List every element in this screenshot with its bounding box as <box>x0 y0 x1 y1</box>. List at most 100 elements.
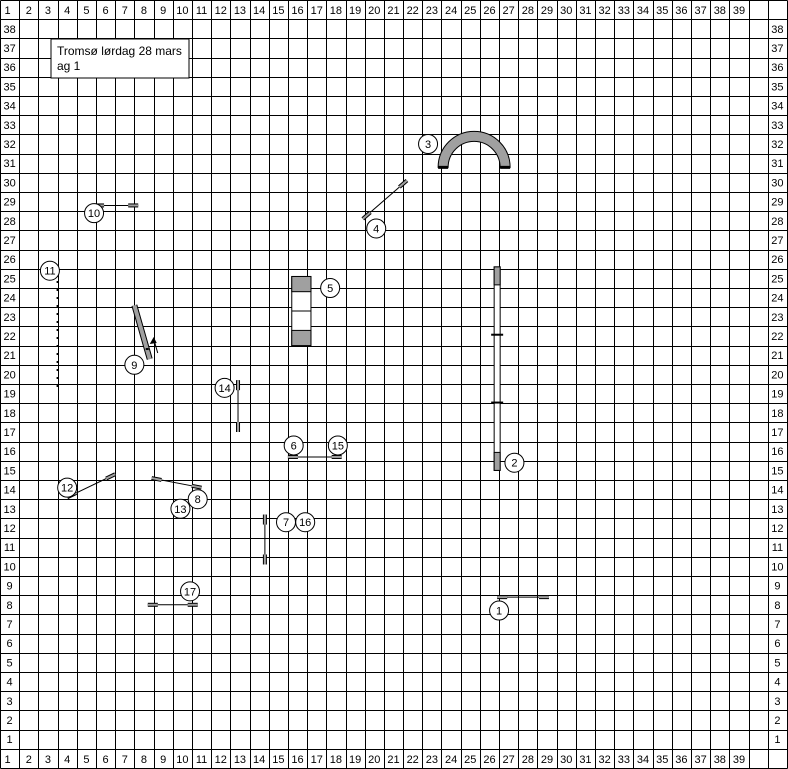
row-label-right: 34 <box>771 101 783 113</box>
row-label-left: 11 <box>4 542 15 554</box>
column-label-bottom: 36 <box>675 754 687 766</box>
row-labels-left: 3837363534333231302928272625242322212019… <box>3 24 15 746</box>
row-label-left: 3 <box>7 696 13 708</box>
row-label-left: 26 <box>3 254 15 266</box>
row-label-left: 29 <box>3 197 15 209</box>
obstacle-number-2: 2 <box>504 452 525 473</box>
column-label-bottom: 32 <box>599 754 611 766</box>
row-label-left: 5 <box>7 657 13 669</box>
column-label-bottom: 26 <box>483 754 495 766</box>
jump-obstacle <box>361 178 409 221</box>
number-circle <box>489 600 510 621</box>
number-circle <box>39 260 60 281</box>
column-label-top: 35 <box>656 5 668 17</box>
row-label-right: 28 <box>771 216 783 228</box>
column-label-top: 7 <box>122 5 128 17</box>
row-label-right: 17 <box>771 427 783 439</box>
column-label-top: 20 <box>368 5 380 17</box>
column-label-top: 11 <box>196 5 207 17</box>
number-label: 2 <box>511 458 517 470</box>
column-label-top: 9 <box>160 5 166 17</box>
tunnel-obstacle <box>437 130 511 169</box>
row-label-left: 27 <box>3 235 15 247</box>
column-label-bottom: 17 <box>311 754 323 766</box>
row-label-left: 36 <box>3 62 15 74</box>
obstacle-number-9: 9 <box>124 354 145 375</box>
obstacle-number-1: 1 <box>489 600 510 621</box>
number-label: 7 <box>283 517 289 529</box>
number-circle <box>170 498 191 519</box>
row-label-left: 28 <box>3 216 15 228</box>
number-label: 17 <box>184 586 196 598</box>
table-contact <box>291 329 312 347</box>
column-label-bottom: 4 <box>64 754 70 766</box>
row-label-left: 18 <box>3 408 15 420</box>
row-label-left: 8 <box>7 600 13 612</box>
column-label-bottom: 15 <box>272 754 284 766</box>
column-label-top: 37 <box>694 5 706 17</box>
column-label-top: 28 <box>522 5 534 17</box>
column-label-top: 1 <box>5 5 11 17</box>
number-label: 14 <box>218 383 230 395</box>
jump-wing-fill <box>191 484 202 489</box>
row-label-right: 3 <box>774 696 780 708</box>
column-label-bottom: 38 <box>714 754 726 766</box>
number-label: 10 <box>88 208 100 220</box>
row-label-left: 6 <box>7 638 13 650</box>
column-label-top: 3 <box>45 5 51 17</box>
row-label-right: 12 <box>771 523 783 535</box>
row-label-left: 25 <box>3 273 15 285</box>
obstacle-number-11: 11 <box>39 260 60 281</box>
number-circle <box>283 435 304 456</box>
column-label-bottom: 31 <box>579 754 591 766</box>
number-label: 11 <box>44 266 55 278</box>
number-circle <box>504 452 525 473</box>
column-label-top: 33 <box>618 5 630 17</box>
column-label-top: 19 <box>349 5 361 17</box>
column-label-top: 31 <box>579 5 591 17</box>
number-label: 6 <box>291 440 297 452</box>
row-label-right: 30 <box>771 177 783 189</box>
row-label-right: 8 <box>774 600 780 612</box>
row-label-left: 31 <box>3 158 15 170</box>
number-circle <box>84 203 105 224</box>
number-label: 8 <box>195 494 201 506</box>
column-label-bottom: 24 <box>445 754 457 766</box>
jump-obstacle <box>151 476 202 490</box>
number-label: 4 <box>373 223 379 235</box>
column-label-bottom: 35 <box>656 754 668 766</box>
column-label-top: 27 <box>503 5 515 17</box>
row-label-left: 22 <box>3 331 15 343</box>
jump-wing-fill <box>151 477 162 481</box>
column-label-bottom: 6 <box>103 754 109 766</box>
obstacle-number-12: 12 <box>57 477 78 498</box>
column-label-bottom: 27 <box>503 754 515 766</box>
row-label-left: 33 <box>3 120 15 132</box>
obstacle-number-5: 5 <box>320 278 341 298</box>
column-label-bottom: 19 <box>349 754 361 766</box>
info-line-2: ag 1 <box>57 59 81 73</box>
table-obstacle <box>291 275 312 347</box>
column-label-bottom: 22 <box>407 754 419 766</box>
row-label-left: 24 <box>3 293 15 305</box>
column-label-top: 10 <box>176 5 188 17</box>
row-label-left: 38 <box>3 24 15 36</box>
arrow-head-icon <box>149 337 157 345</box>
obstacle-number-7: 7 <box>276 512 297 533</box>
column-label-top: 4 <box>64 5 70 17</box>
row-label-right: 25 <box>771 273 783 285</box>
number-circle <box>124 354 145 375</box>
row-label-left: 17 <box>3 427 15 439</box>
column-label-bottom: 1 <box>5 754 11 766</box>
row-label-right: 7 <box>774 619 780 631</box>
info-box-frame <box>50 38 190 79</box>
number-circle <box>320 278 341 298</box>
column-label-bottom: 21 <box>387 754 399 766</box>
row-label-right: 22 <box>771 331 783 343</box>
row-label-right: 27 <box>771 235 783 247</box>
jump-wing-fill <box>398 179 408 188</box>
column-label-bottom: 5 <box>83 754 89 766</box>
column-label-bottom: 37 <box>694 754 706 766</box>
column-label-bottom: 29 <box>541 754 553 766</box>
